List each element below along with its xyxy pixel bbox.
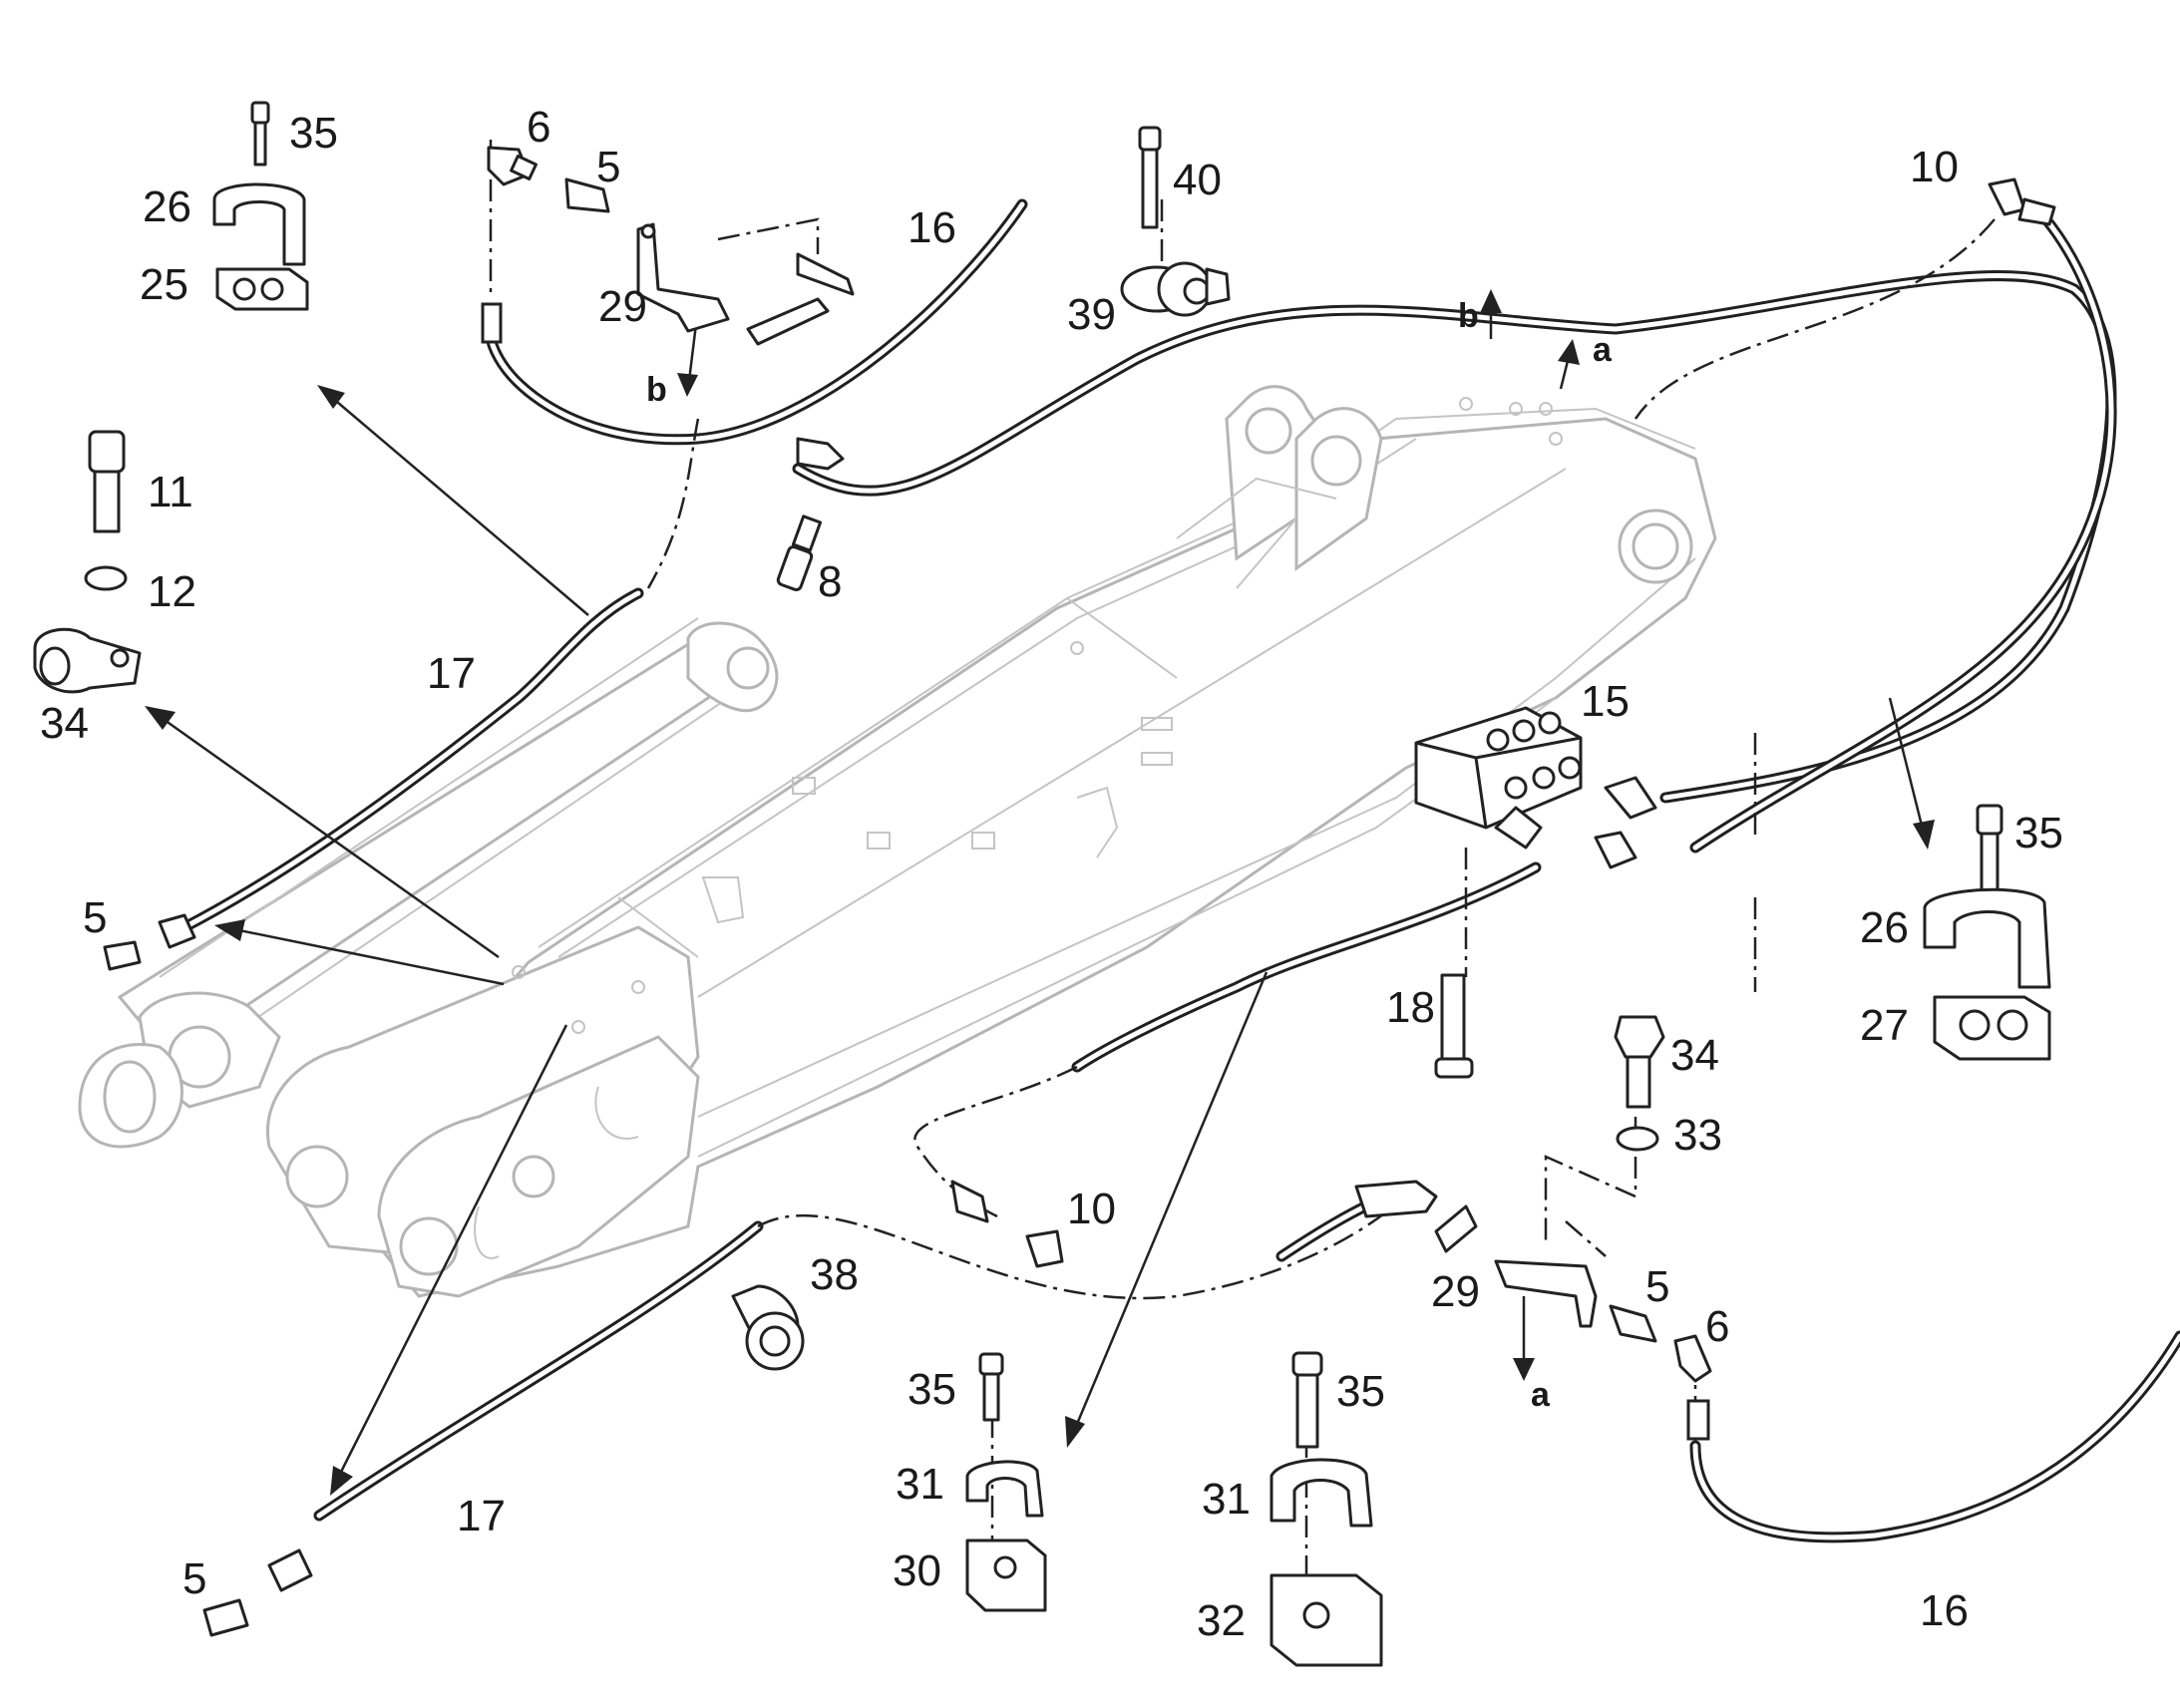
clamp-cap-31-a <box>965 1460 1044 1518</box>
label-31: 31 <box>896 1460 944 1509</box>
label-8: 8 <box>818 557 842 606</box>
clip-34-left <box>33 627 142 694</box>
label-12: 12 <box>148 567 196 616</box>
bolt-35-right <box>1976 804 2003 907</box>
label-10: 10 <box>1067 1185 1116 1233</box>
bolt-35-bottom-left <box>978 1352 1004 1422</box>
label-35: 35 <box>2014 809 2063 857</box>
valve-block-15 <box>1414 706 1583 850</box>
fitting-10-lower <box>950 1180 1064 1268</box>
label-5: 5 <box>1645 1262 1669 1311</box>
parts <box>33 101 2056 1667</box>
letter-a: a <box>1593 331 1613 369</box>
clamp-block-27 <box>1933 995 2051 1061</box>
label-34: 34 <box>1670 1031 1719 1080</box>
letter-b: b <box>646 371 667 409</box>
bolt-35-bottom-right <box>1291 1351 1323 1449</box>
label-11: 11 <box>148 468 193 516</box>
label-5: 5 <box>182 1554 206 1603</box>
adapter-5-lower <box>1609 1304 1657 1343</box>
label-6: 6 <box>1705 1302 1729 1351</box>
boom-arm <box>78 385 1717 1298</box>
fitting-10-top <box>1988 177 2056 226</box>
adapter-5-bottom-left <box>202 1548 313 1637</box>
label-31: 31 <box>1202 1475 1251 1524</box>
bolt-18 <box>1434 973 1474 1079</box>
label-38: 38 <box>810 1250 859 1299</box>
label-40: 40 <box>1173 156 1222 204</box>
washer-33 <box>1616 1126 1659 1152</box>
leader-arrows <box>145 289 1935 1496</box>
clamp-block-32 <box>1270 1573 1383 1667</box>
clamp-block-25 <box>215 267 309 311</box>
label-6: 6 <box>527 103 550 152</box>
letter-b: b <box>1458 297 1479 335</box>
label-16: 16 <box>1920 1586 1969 1635</box>
label-35: 35 <box>908 1365 956 1414</box>
label-26: 26 <box>1860 903 1909 952</box>
clamp-block-30 <box>965 1538 1047 1612</box>
direction-letters: b b a a <box>646 297 1613 1414</box>
part-labels: 35 26 25 11 12 34 17 5 6 5 29 16 40 39 8… <box>40 103 2063 1645</box>
bracket-29-lower <box>1494 1259 1598 1328</box>
hoses <box>179 198 2180 1543</box>
label-5: 5 <box>83 893 107 942</box>
bolt-34-right <box>1614 1015 1665 1109</box>
label-35: 35 <box>1336 1367 1385 1416</box>
adapter-5-top <box>564 177 610 213</box>
bolt-35-top-left <box>250 101 270 167</box>
label-39: 39 <box>1067 290 1116 339</box>
bolt-11 <box>88 430 126 533</box>
adapter-5-left <box>103 913 196 971</box>
label-30: 30 <box>893 1546 941 1595</box>
clamp-cap-26 <box>212 182 306 266</box>
washer-12 <box>84 565 128 591</box>
bolt-40 <box>1138 126 1162 229</box>
label-35: 35 <box>289 109 338 158</box>
fitting-8 <box>776 514 823 591</box>
elbow-6-lower <box>1673 1334 1712 1441</box>
label-27: 27 <box>1860 1001 1909 1050</box>
clamp-38 <box>731 1284 805 1371</box>
label-17: 17 <box>457 1492 506 1540</box>
label-15: 15 <box>1581 677 1630 726</box>
label-29: 29 <box>1431 1267 1480 1316</box>
label-25: 25 <box>140 260 188 309</box>
bracket-29-top <box>636 222 730 333</box>
label-5: 5 <box>596 143 620 191</box>
label-10: 10 <box>1910 143 1959 191</box>
label-34: 34 <box>40 699 89 748</box>
label-18: 18 <box>1386 983 1435 1032</box>
label-17: 17 <box>427 649 476 698</box>
label-32: 32 <box>1197 1596 1246 1645</box>
clamp-cap-26-right <box>1923 887 2051 989</box>
label-29: 29 <box>598 282 647 331</box>
clamp-39 <box>1120 261 1231 317</box>
label-33: 33 <box>1673 1111 1722 1160</box>
elbow-6-top <box>487 146 538 186</box>
clamp-cap-31-b <box>1270 1458 1373 1528</box>
letter-a: a <box>1531 1376 1551 1414</box>
label-16: 16 <box>908 203 956 252</box>
label-26: 26 <box>143 182 191 231</box>
